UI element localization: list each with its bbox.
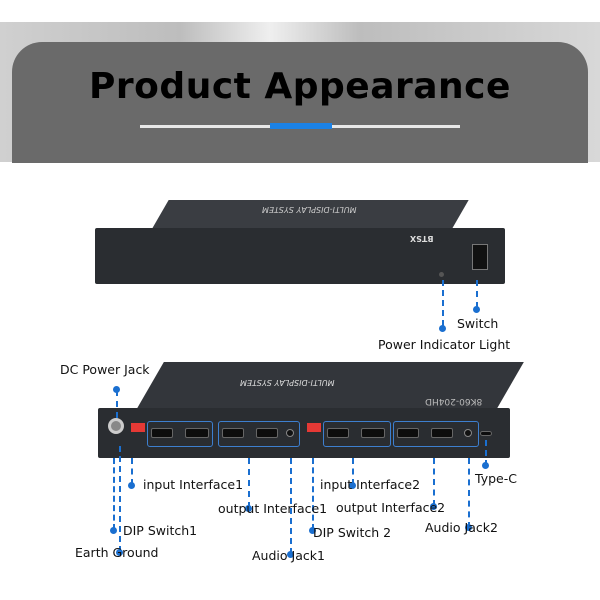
label-dip-switch1: DIP Switch1: [123, 523, 198, 538]
label-audio-jack1: Audio Jack1: [252, 548, 325, 563]
title-accent-bar: [270, 123, 332, 129]
label-output-interface2: output Interface2: [336, 500, 446, 515]
label-audio-jack2: Audio Jack2: [425, 520, 498, 535]
label-dc-power-jack: DC Power Jack: [60, 362, 150, 377]
label-input-interface2: input Interface2: [320, 477, 421, 492]
header-panel: [12, 42, 588, 164]
power-switch: [472, 244, 488, 270]
page-title: Product Appearance: [89, 66, 511, 107]
label-switch: Switch: [457, 316, 499, 331]
device-logo-rear: MULTI-DISPLAY SYSTEM: [240, 378, 335, 387]
device-model: 8K60-204HD: [425, 396, 483, 406]
device-brand: BTSX: [410, 234, 434, 243]
label-earth-ground: Earth Ground: [75, 545, 159, 560]
label-dip-switch2: DIP Switch 2: [313, 525, 392, 540]
dc-power-jack: [108, 418, 124, 434]
label-input-interface1: input Interface1: [143, 477, 244, 492]
power-indicator-led: [439, 272, 444, 277]
device-logo: MULTI-DISPLAY SYSTEM: [262, 205, 357, 214]
label-type-c: Type-C: [475, 471, 517, 486]
label-power-indicator: Power Indicator Light: [378, 337, 511, 352]
label-output-interface1: output Interface1: [218, 501, 328, 516]
